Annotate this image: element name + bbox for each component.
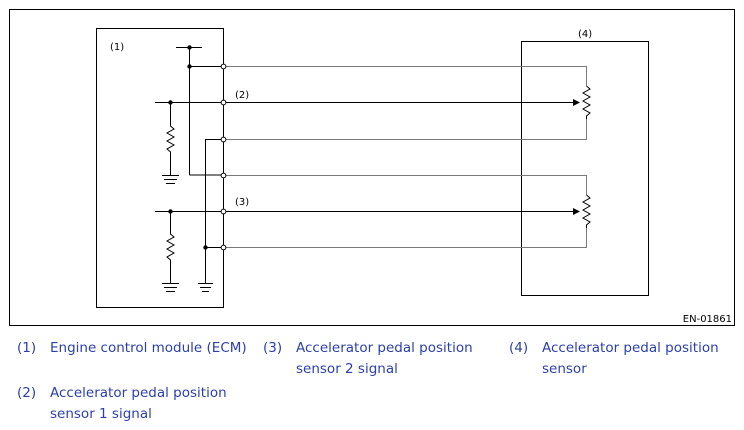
legend-text: sensor 1 signal	[50, 406, 152, 422]
terminal-circle	[220, 99, 227, 106]
sensor1-arrowhead	[573, 99, 580, 106]
legend-text: sensor	[542, 361, 587, 377]
legend-text: Accelerator pedal position	[542, 340, 719, 356]
ground-junction-dot	[203, 245, 208, 250]
legend-number: (2)	[17, 385, 37, 401]
pull-down-resistor-1	[162, 102, 179, 184]
legend-text: Engine control module (ECM)	[50, 340, 247, 356]
sensor1-signal-callout: (2)	[235, 90, 249, 101]
legend-text: Accelerator pedal position	[296, 340, 473, 356]
terminal-circle	[220, 63, 227, 70]
ground-symbol	[198, 283, 213, 292]
supply-junction-dot	[187, 45, 192, 50]
ecm-terminals	[220, 63, 227, 251]
diagram-frame	[9, 9, 735, 326]
ground-return-line	[205, 139, 221, 283]
potentiometer-1	[581, 85, 592, 119]
supply-junction-dot	[187, 64, 192, 69]
potentiometer-2	[581, 194, 592, 228]
power-supply-symbol	[176, 47, 221, 176]
legend-text: sensor 2 signal	[296, 361, 398, 377]
sensor2-signal-callout: (3)	[235, 197, 249, 208]
legend-number: (3)	[263, 340, 283, 356]
terminal-circle	[220, 136, 227, 143]
sensor-wiring	[225, 66, 587, 248]
ecm-box	[96, 28, 224, 308]
pedal-sensor-box	[521, 41, 649, 296]
sensor2-arrowhead	[573, 208, 580, 215]
legend-text: Accelerator pedal position	[50, 385, 227, 401]
figure-code: EN-01861	[683, 314, 732, 325]
legend-number: (4)	[509, 340, 529, 356]
pull-down-resistor-2	[162, 211, 179, 292]
wiring-diagram: (1) (4) (2) (3)	[9, 9, 735, 326]
pedal-sensor-callout: (4)	[578, 29, 592, 40]
legend-number: (1)	[17, 340, 37, 356]
terminal-circle	[220, 244, 227, 251]
terminal-circle	[220, 172, 227, 179]
terminal-circle	[220, 208, 227, 215]
ecm-callout: (1)	[110, 42, 124, 53]
